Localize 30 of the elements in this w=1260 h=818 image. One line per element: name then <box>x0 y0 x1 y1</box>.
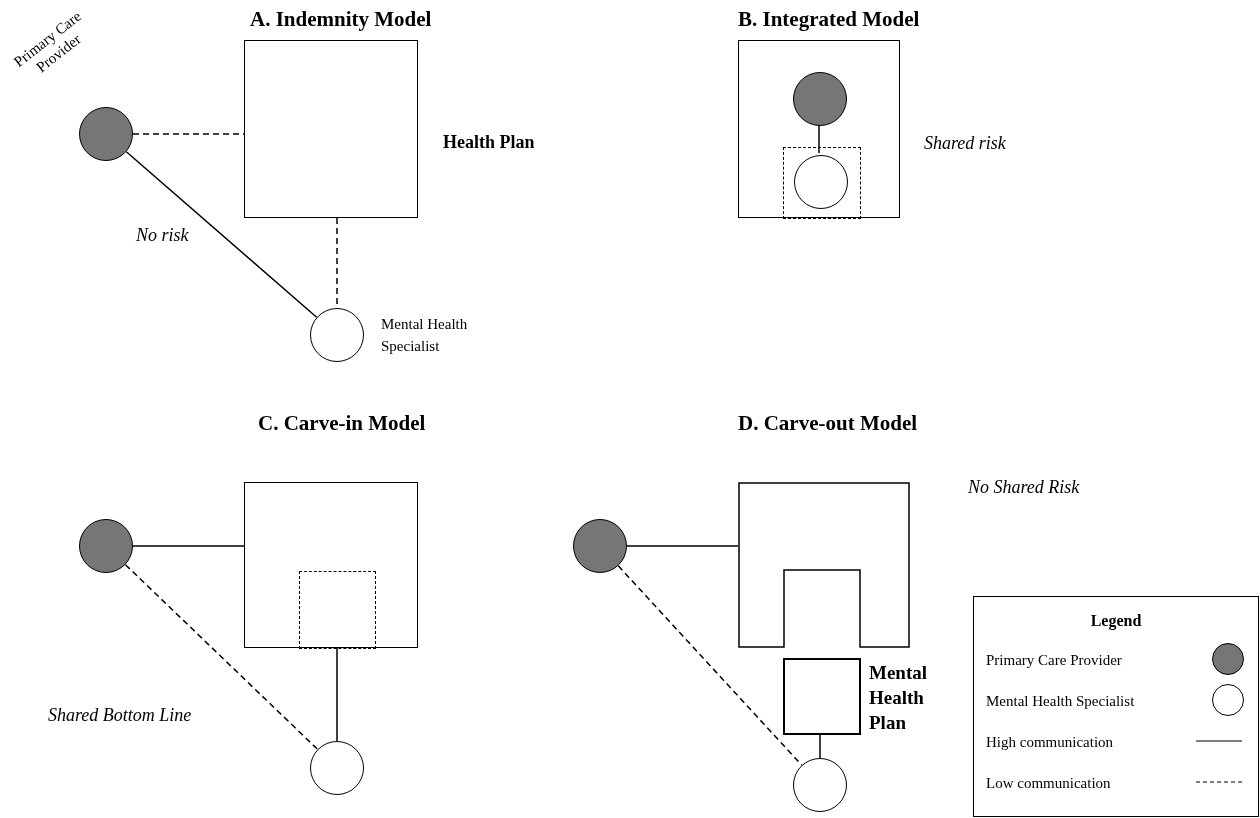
node-label: Mental Health Plan <box>869 661 929 735</box>
legend-label: Primary Care Provider <box>986 651 1122 670</box>
connector-line <box>818 124 820 154</box>
connector-line <box>132 545 245 547</box>
connector-line <box>819 734 821 759</box>
connector-line <box>626 545 739 547</box>
dashed-line <box>124 563 319 751</box>
connector-line <box>125 150 318 319</box>
legend-label: High communication <box>986 733 1114 752</box>
connector-line <box>336 647 338 742</box>
legend-label: Mental Health Specialist <box>986 692 1135 711</box>
node-label: Mental Health Specialist <box>381 315 469 356</box>
node-label: Health Plan <box>443 131 535 154</box>
dashed-line <box>617 565 803 766</box>
dashed-box <box>299 571 376 649</box>
square-box <box>738 40 900 218</box>
legend-title: Legend <box>1089 611 1143 632</box>
annotation: Shared risk <box>924 132 1006 155</box>
square-box <box>244 482 418 648</box>
annotation: No Shared Risk <box>968 476 1080 499</box>
annotation: No risk <box>136 224 189 247</box>
panel-title: C. Carve-in Model <box>258 410 426 437</box>
annotation: Shared Bottom Line <box>48 704 192 727</box>
panel-title: A. Indemnity Model <box>250 6 432 33</box>
panel-title: B. Integrated Model <box>738 6 920 33</box>
dashed-box <box>783 147 861 219</box>
legend-label: Low communication <box>986 774 1111 793</box>
u-shaped-box <box>738 482 910 648</box>
dashed-line <box>132 133 245 135</box>
panel-title: D. Carve-out Model <box>738 410 918 437</box>
